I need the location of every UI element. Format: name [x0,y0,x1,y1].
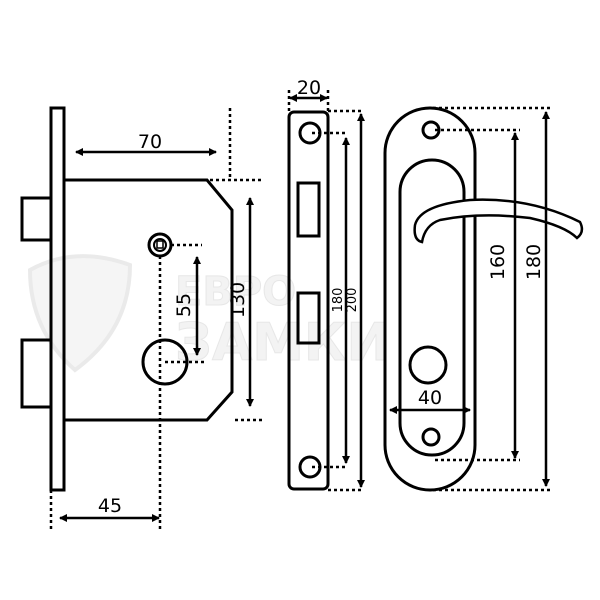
bolt-slot [296,291,321,345]
latch-bolt [20,196,53,242]
watermark: ЕВРО ЗАМКИ [27,254,390,374]
lock-case [64,178,234,422]
dim-faceplate-width: 20 [297,77,321,99]
handle-set: 40 160 180 [383,106,584,492]
mortise-lock-body: 70 130 55 45 [20,106,262,530]
handle-lever [413,198,584,244]
handle-backplate [383,106,477,492]
key-cylinder [147,232,173,258]
handle-plate-recess [398,158,466,457]
dim-faceplate-length: 200 [345,288,360,313]
watermark-shield-icon [27,254,133,373]
keyhole [408,345,448,385]
dim-case-depth: 70 [138,131,162,153]
dead-bolt [20,338,53,409]
dim-center-distance: 55 [173,293,195,317]
faceplate-front: 20 180 200 [287,77,365,492]
dim-backset: 45 [98,495,122,517]
handle-spindle-hole [141,338,189,386]
dim-handle-plate-width: 40 [418,387,442,409]
watermark-line2: ЗАМКИ [175,313,390,373]
dim-case-height: 130 [227,282,249,318]
dim-handle-holes: 160 [487,244,509,280]
dim-faceplate-holes: 180 [331,288,346,313]
dim-handle-plate-length: 180 [523,244,545,280]
latch-slot [296,181,321,238]
lock-faceplate [49,106,66,492]
front-plate [287,110,330,491]
